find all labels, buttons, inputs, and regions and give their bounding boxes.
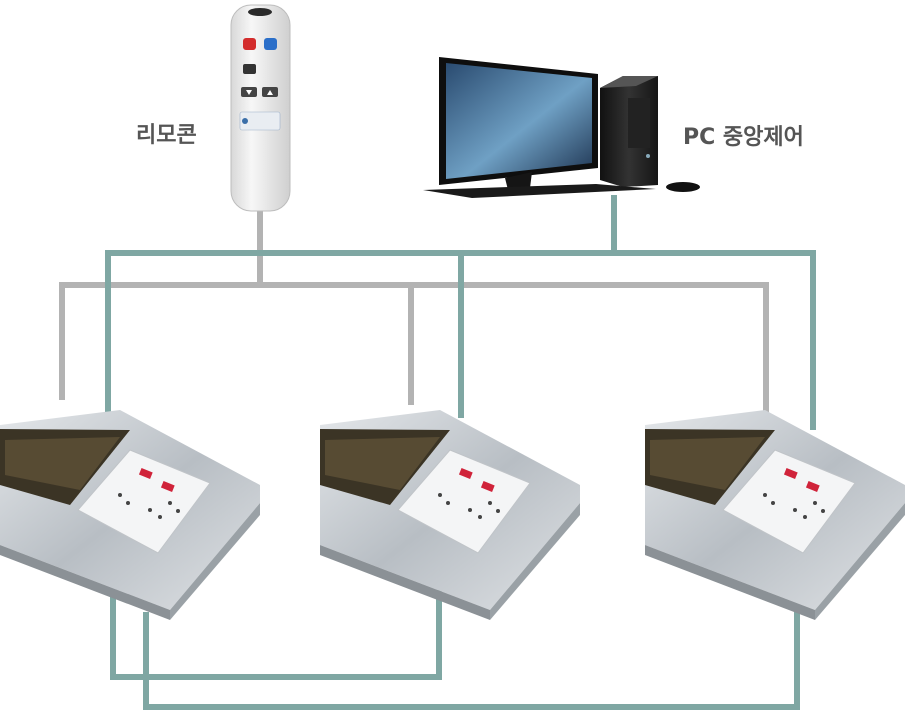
pc-label: PC 중앙제어	[683, 125, 804, 150]
remote-label: 리모콘	[136, 123, 197, 148]
control-unit-icon	[0, 409, 261, 621]
remote-connection-lines	[59, 210, 769, 418]
pc-connection-lines	[105, 195, 816, 430]
remote-control-icon	[230, 4, 291, 212]
device-chain-lines	[110, 590, 800, 710]
desktop-computer-icon	[423, 57, 700, 198]
control-unit-icon	[644, 409, 906, 621]
control-unit-icon	[319, 409, 581, 621]
